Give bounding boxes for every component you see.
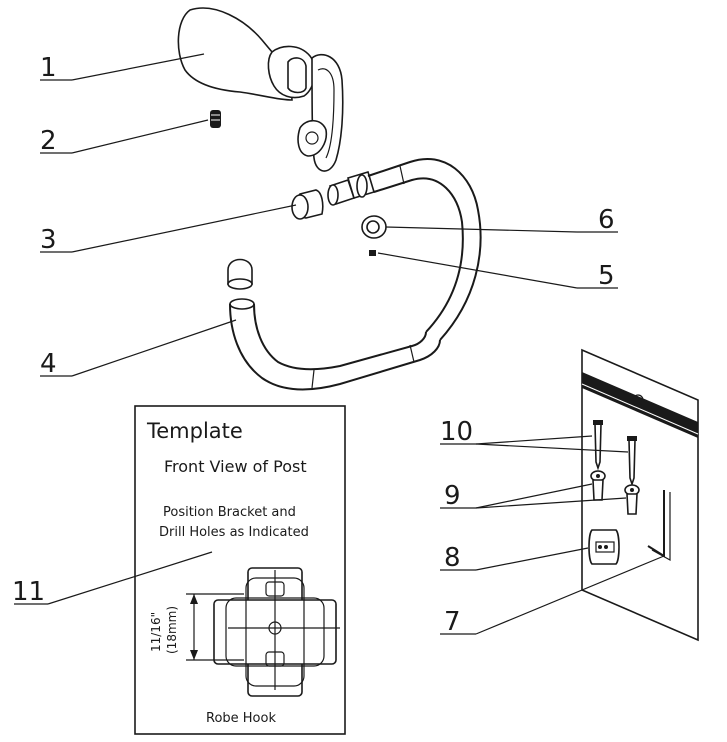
ring-upper-tube	[367, 157, 482, 341]
connector-sleeves	[327, 171, 375, 206]
part-6-collar	[361, 215, 387, 239]
part-4-cap	[227, 258, 253, 290]
hardware-card	[581, 348, 699, 642]
part-8-bracket	[588, 529, 620, 565]
leader-lines	[14, 53, 665, 635]
callout-7: 7	[444, 607, 461, 637]
callout-11: 11	[12, 577, 45, 607]
part-2-set-screw	[210, 110, 221, 128]
template-instruction-2: Drill Holes as Indicated	[159, 525, 309, 540]
callout-10: 10	[440, 417, 473, 447]
callout-labels: 1 2 3 4 5 6 7 8 9 10 11	[12, 53, 615, 637]
callout-6: 6	[598, 205, 615, 235]
part-1-handle	[177, 7, 344, 172]
callout-8: 8	[444, 543, 461, 573]
part-4-lower-tube	[229, 298, 441, 391]
callout-4: 4	[40, 349, 57, 379]
part-3-plug	[291, 189, 324, 220]
template-footer: Robe Hook	[206, 711, 276, 726]
dimension-imperial: 11/16"	[149, 612, 163, 652]
dimension-marker: 11/16" (18mm)	[149, 593, 244, 661]
callout-9: 9	[444, 481, 461, 511]
part-11-template: Template Front View of Post Position Bra…	[134, 405, 346, 735]
template-instruction-1: Position Bracket and	[163, 505, 296, 520]
template-subtitle: Front View of Post	[164, 457, 307, 476]
callout-1: 1	[40, 53, 57, 83]
post-outline	[213, 567, 340, 697]
dimension-metric: (18mm)	[165, 606, 179, 654]
part-10-screws	[593, 420, 637, 487]
template-title: Template	[146, 419, 243, 443]
callout-5: 5	[598, 261, 615, 291]
part-5-small-screw	[369, 250, 376, 256]
part-9-anchors	[590, 470, 640, 515]
callout-2: 2	[40, 126, 57, 156]
callout-3: 3	[40, 225, 57, 255]
